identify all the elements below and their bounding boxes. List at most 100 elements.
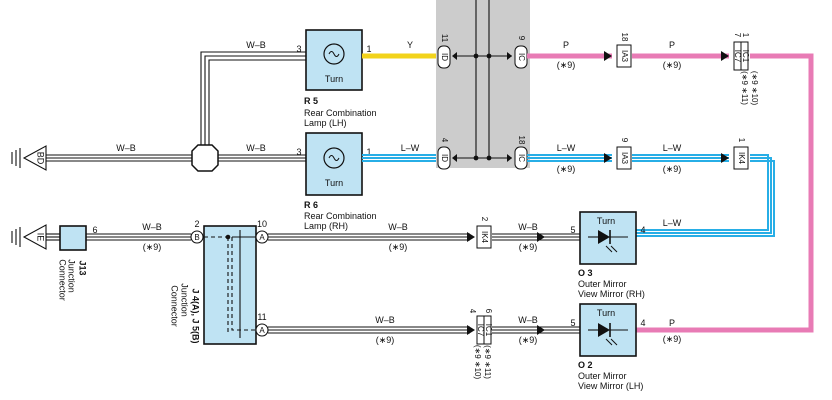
connector-ia3-mid: IA3 9 [616,138,632,170]
connector-ic1-ic7-low: IC1 IC7 6 4 (∗9 ∗11) (∗9 ∗10) [468,309,493,380]
j4-id: J 4(A), J 5(B) [191,288,201,343]
wire-label-wb-o3-2-note: (∗9) [519,242,538,252]
wire-label-p-3: P [669,318,675,328]
connector-ik4-low: IK4 2 [476,217,492,249]
r6-inner-label: Turn [325,178,343,188]
j4-pin-a10-letter: A [259,233,265,242]
r5-name-l1: Rear Combination [304,108,377,118]
connector-ic7-low-code: IC7 [476,324,485,337]
wire-label-lw-r6: L–W [401,143,420,153]
r6-pin-out: 1 [366,147,371,157]
wire-wb-o3: W–B (∗9) W–B (∗9) [268,222,580,252]
j4-pin-a11: 11 [257,312,266,322]
wire-label-wb-j13: W–B [142,222,162,232]
wire-label-wb-o3-1: W–B [388,222,408,232]
connector-id-top-pin: 11 [440,34,449,43]
component-r6: Turn 3 1 R 6 Rear Combination Lamp (RH) [296,132,377,231]
r5-id: R 5 [304,96,318,106]
wire-label-lw-1: L–W [557,143,576,153]
wire-wb-r6: W–B [218,143,306,162]
wire-label-wb-o2-2: W–B [518,315,538,325]
connector-ic1-low-pin: 6 [484,309,493,314]
ground-ie-label: IE [36,233,46,242]
o3-id: O 3 [578,268,593,278]
j13-pin: 6 [92,225,97,235]
connector-ik4-low-code: IK4 [480,231,489,244]
connector-ik4-mid-code: IK4 [737,152,746,165]
connector-ik4-mid: IK4 1 [733,138,749,170]
o2-name-l2: View Mirror (LH) [578,381,643,391]
connector-ic1-top-pin: 1 [741,33,750,38]
connector-id-bottom-pin: 4 [440,138,449,143]
component-o2: Turn 5 4 O 2 Outer Mirror View Mirror (L… [570,303,646,391]
wire-p-top: P (∗9) P (∗9) P (∗9) [527,40,814,344]
r5-pin-in: 3 [296,44,301,54]
o3-pin-right: 4 [640,225,645,235]
r5-pin-out: 1 [366,44,371,54]
o2-inner-label: Turn [597,308,615,318]
wire-wb-trunk: W–B [46,143,192,162]
wire-label-lw-2-note: (∗9) [663,164,682,174]
wire-label-wb-o2-2-note: (∗9) [519,335,538,345]
r6-pin-in: 3 [296,147,301,157]
connector-ia3-mid-pin: 9 [620,138,629,143]
connector-ic1-top-note: (∗9 ∗11) [740,71,749,105]
o3-inner-label: Turn [597,216,615,226]
connector-ic7-note: (∗9 ∗10) [750,71,759,106]
wire-y: Y [362,40,436,59]
j13-name-l2: Connector [58,259,68,301]
j13-id: J13 [78,260,88,275]
connector-ic-top: IC 9 [514,36,528,69]
ground-ie: IE [11,224,47,250]
connector-ic-top-code: IC [517,53,526,61]
component-r5: Turn 3 1 R 5 Rear Combination Lamp (LH) [296,29,377,128]
ground-bd-label: BD [36,152,46,165]
wire-label-wb-r6: W–B [246,143,266,153]
wire-wb-o2: W–B (∗9) W–B (∗9) [268,315,580,345]
connector-ic1-top-code: IC1 [741,50,750,63]
wire-wb-riser: W–B [200,40,306,146]
wire-label-p-2-note: (∗9) [663,60,682,70]
o3-name-l1: Outer Mirror [578,279,627,289]
splice-octagon [191,144,219,172]
wire-lw-r6: L–W [362,143,436,162]
o3-pin-left: 5 [570,225,575,235]
connector-ia3-mid-code: IA3 [620,152,629,165]
wire-label-wb-o3-1-note: (∗9) [389,242,408,252]
j4-name-l1: Junction [180,283,190,317]
connector-ic1-low-note: (∗9 ∗11) [483,345,492,379]
o2-pin-right: 4 [640,318,645,328]
connector-ik4-mid-pin: 1 [737,138,746,143]
wire-ie-j13 [46,233,60,241]
wire-label-wb-trunk: W–B [116,143,136,153]
wire-wb-j13-j4: W–B (∗9) [86,222,191,252]
wire-label-p-2: P [669,40,675,50]
wire-label-wb-r5: W–B [246,40,266,50]
connector-ik4-low-pin: 2 [480,217,489,222]
component-o3: Turn 5 4 O 3 Outer Mirror View Mirror (R… [570,211,646,299]
wire-lw-mid: L–W (∗9) L–W (∗9) L–W [527,143,775,237]
o2-pin-left: 5 [570,318,575,328]
wire-label-wb-j13-note: (∗9) [143,242,162,252]
r5-name-l2: Lamp (LH) [304,118,347,128]
connector-ia3-top-code: IA3 [620,50,629,63]
splice-internal-lines [457,0,512,162]
wire-label-lw-3: L–W [663,218,682,228]
o2-name-l1: Outer Mirror [578,371,627,381]
wire-label-y: Y [407,40,413,50]
wire-label-lw-1-note: (∗9) [557,164,576,174]
connector-ia3-top: IA3 18 [616,33,632,68]
r5-inner-label: Turn [325,74,343,84]
wire-label-p-1: P [563,40,569,50]
wire-label-wb-o3-2: W–B [518,222,538,232]
connector-ic7-low-note: (∗9 ∗10) [473,345,482,380]
r6-name-l1: Rear Combination [304,211,377,221]
shaded-splice-area [436,0,530,168]
component-j13: 6 J13 Junction Connector [58,225,98,301]
connector-ic7-code: IC7 [733,50,742,63]
ground-bd: BD [11,145,47,171]
j4-pin-a11-letter: A [259,326,265,335]
j4-pin-b: 2 [194,219,199,229]
connector-id-top: ID 11 [437,34,457,69]
wire-label-p-1-note: (∗9) [557,60,576,70]
